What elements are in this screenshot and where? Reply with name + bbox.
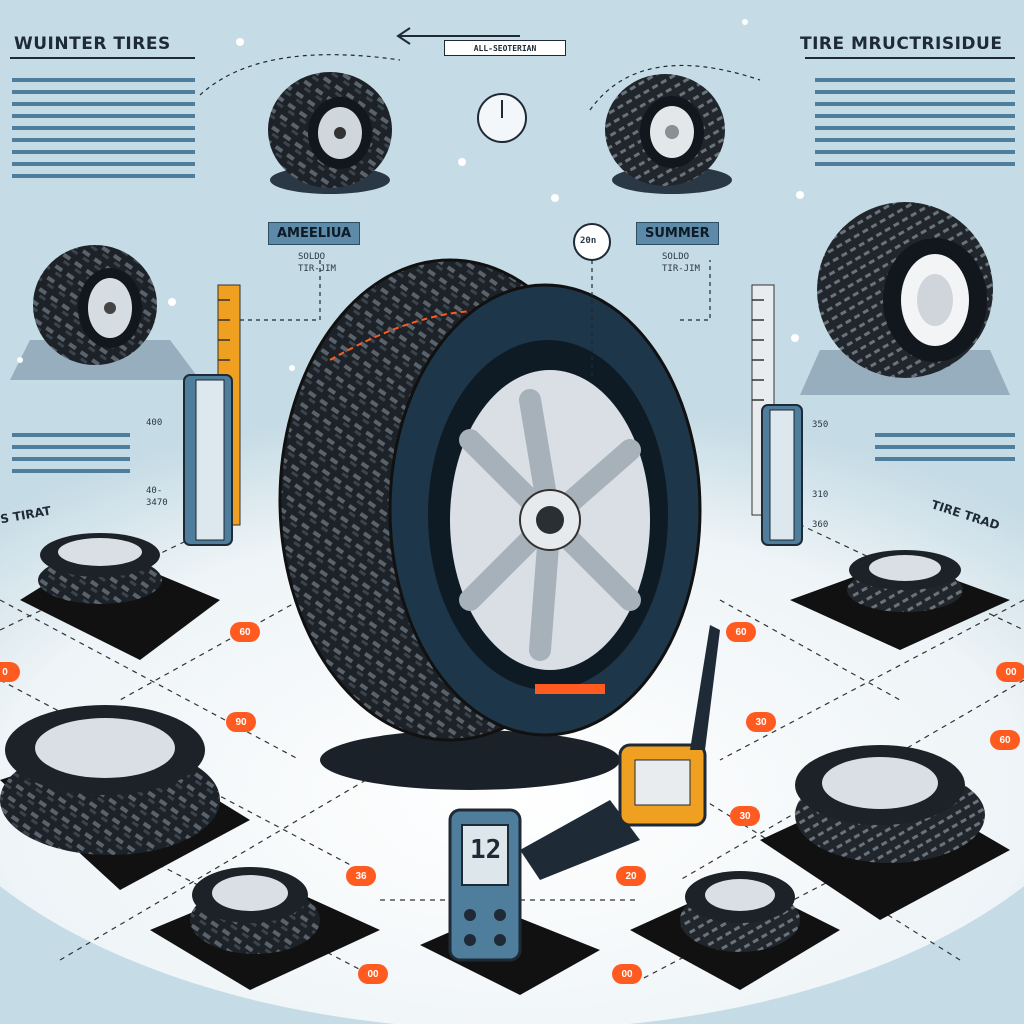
side-number-right-bottom: 360 [812,520,829,530]
value-pill: 00 [358,964,388,984]
sublabel-right-1: SOLDO [662,252,690,262]
top-arrow [396,27,520,45]
side-number-right-top: 350 [812,420,829,430]
text-stripes-left [12,78,195,473]
value-pill: 36 [346,866,376,886]
value-pill: 30 [746,712,776,732]
summer-tire-top-right [605,74,732,194]
snowflakes [17,19,804,371]
text-stripes-right [815,78,1015,461]
plate-tire-left-upper [20,533,220,660]
plate-tire-bottom-left [150,867,380,990]
side-number-right-mid: 310 [812,490,829,500]
summer-tire-mid-right [800,202,1010,395]
sublabel-right-2: TIR-JIM [662,264,700,274]
value-pill: 90 [226,712,256,732]
sublabel-left-2: TIR-JIM [298,264,336,274]
header-tire-structure: TIRE MRUCTRISIDUE [800,34,1003,54]
plate-tire-left-lower [0,705,250,890]
plate-tire-right-upper [790,550,1010,650]
value-pill: 00 [996,662,1024,682]
size-bubble [573,223,611,261]
plate-tire-right-lower [760,745,1010,920]
side-number-left-top: 400 [146,418,163,428]
tag-summer: SUMMER [636,222,719,245]
winter-tire-top-left [268,72,392,194]
connectors [199,54,761,380]
all-season-label: ALL-SEOTERIAN [444,40,566,56]
value-pill: 0 [0,662,20,682]
ruler-left [183,284,241,546]
central-winter-tire [278,258,702,790]
value-pill: 00 [612,964,642,984]
value-pill: 60 [990,730,1020,750]
sublabel-left-1: SOLDO [298,252,326,262]
side-number-left-bottom-2: 3470 [146,498,168,508]
value-pill: 30 [730,806,760,826]
side-number-left-bottom-1: 40- [146,486,163,496]
plate-tire-bottom-right [630,871,840,990]
winter-tire-mid-left [10,245,200,380]
tag-left: AMEELIUA [268,222,361,245]
value-pill: 20 [616,866,646,886]
center-dial [477,93,527,143]
ruler-right [751,284,803,546]
header-winter-tires: WUINTER TIRES [14,34,171,54]
value-pill: 60 [726,622,756,642]
value-pill: 60 [230,622,260,642]
size-bubble-label: 20n [580,236,597,246]
gauge-display: 12 [470,835,502,865]
tread-depth-gauge [420,625,720,995]
